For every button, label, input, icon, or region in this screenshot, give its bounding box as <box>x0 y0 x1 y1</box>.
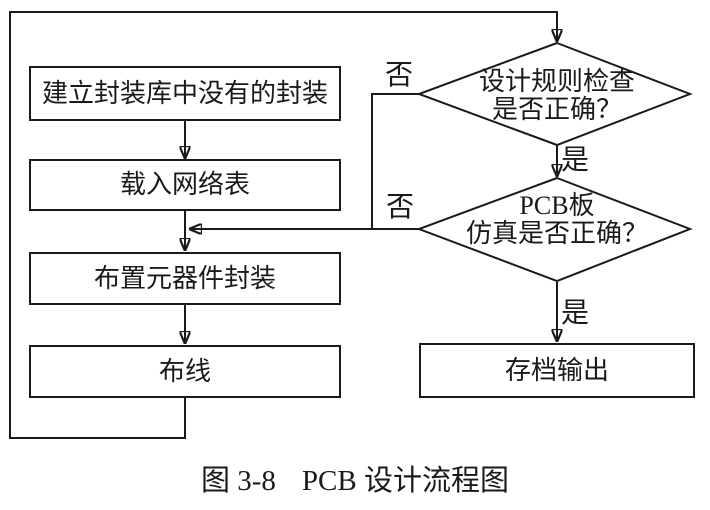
step-routing: 布线 <box>29 345 341 398</box>
edge-drc-no-line <box>371 93 419 229</box>
step-archive-output-label: 存档输出 <box>504 355 609 385</box>
decision-drc-label-line1: 设计规则检查 <box>478 67 635 96</box>
step-place-component-footprints: 布置元器件封装 <box>29 252 341 305</box>
decision-simulation-label-line2: 仿真是否正确？ <box>465 219 648 248</box>
decision-drc-label: 设计规则检查 是否正确？ <box>430 68 684 124</box>
figure-caption-number: 图 3-8 <box>201 465 276 497</box>
branch-label-simulation-yes: 是 <box>560 298 590 329</box>
step-load-netlist-label: 载入网络表 <box>119 170 250 199</box>
figure-caption: 图 3-8 PCB 设计流程图 <box>0 464 710 499</box>
decision-drc-diamond-shape <box>416 41 693 147</box>
decision-simulation-diamond-shape <box>416 176 693 283</box>
branch-label-drc-no: 否 <box>384 60 414 91</box>
step-load-netlist: 载入网络表 <box>29 159 341 211</box>
decision-simulation-label: PCB板 仿真是否正确？ <box>430 192 684 248</box>
edge-routing-loop-to-drc-arrow <box>9 11 557 439</box>
step-routing-label: 布线 <box>158 356 211 386</box>
step-place-component-footprints-label: 布置元器件封装 <box>93 263 276 293</box>
step-create-missing-footprints: 建立封装库中没有的封装 <box>29 66 341 121</box>
figure-caption-title: PCB 设计流程图 <box>301 465 509 497</box>
decision-simulation-label-line1: PCB板 <box>519 191 595 220</box>
branch-label-simulation-no: 否 <box>385 192 415 223</box>
step-create-missing-footprints-label: 建立封装库中没有的封装 <box>41 78 328 108</box>
step-archive-output: 存档输出 <box>419 343 695 398</box>
decision-drc-label-line2: 是否正确？ <box>491 95 622 124</box>
branch-label-drc-yes: 是 <box>560 145 590 176</box>
